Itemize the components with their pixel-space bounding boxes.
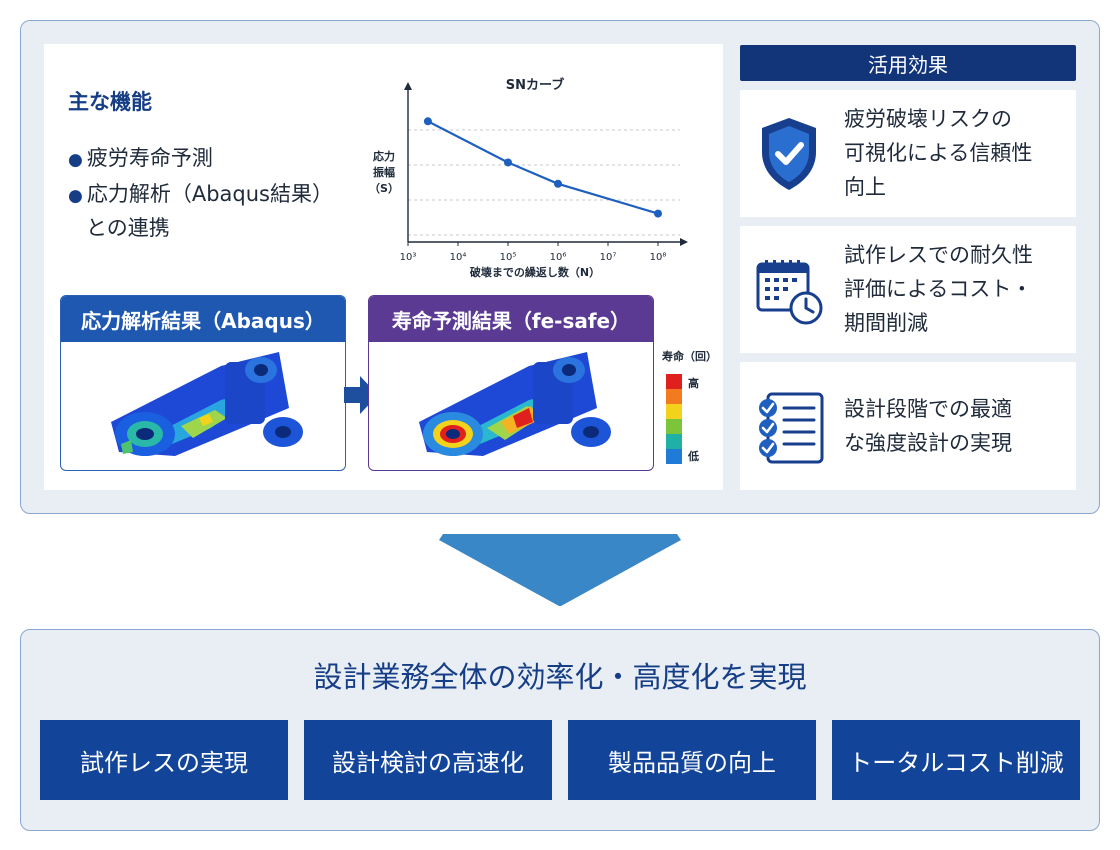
life-result-box: 寿命予測結果（fe-safe） (368, 295, 654, 471)
down-arrow-icon (439, 534, 681, 606)
bullet-icon: ● (68, 150, 83, 170)
legend-color-step (666, 374, 682, 389)
effect-card-cost: 試作レスでの耐久性 評価によるコスト・ 期間削減 (740, 226, 1076, 353)
x-tick-labels: 10³ 10⁴ 10⁵ 10⁶ 10⁷ 10⁸ (400, 242, 667, 263)
feature-item: ●疲労寿命予測 (68, 146, 213, 170)
legend-low-label: 低 (688, 450, 699, 463)
x-tick-label: 10⁴ (450, 252, 467, 263)
legend-color-bar (666, 374, 682, 464)
x-tick-label: 10³ (400, 252, 417, 263)
legend-title: 寿命（回） (662, 350, 717, 363)
x-tick-label: 10⁸ (650, 252, 667, 263)
features-title: 主な機能 (68, 90, 152, 114)
life-result-title: 寿命予測結果（fe-safe） (369, 296, 653, 342)
effect-text: 疲労破壊リスクの 可視化による信頼性 向上 (844, 107, 1033, 199)
legend-color-step (666, 404, 682, 419)
life-color-legend: 寿命（回） 高 低 (662, 348, 722, 468)
sn-series-points (423, 117, 662, 218)
x-axis-arrow-icon (680, 238, 688, 246)
legend-color-step (666, 389, 682, 404)
feature-item: ●応力解析（Abaqus結果） (68, 182, 333, 206)
legend-color-step (666, 419, 682, 434)
x-tick-label: 10⁶ (550, 252, 567, 263)
calendar-clock-icon (756, 260, 823, 325)
outcome-no-prototype: 試作レスの実現 (40, 720, 288, 800)
chart-title: SNカーブ (506, 77, 564, 93)
outcome-faster-design: 設計検討の高速化 (304, 720, 552, 800)
stress-contour-part-image (111, 352, 303, 456)
shield-check-icon (762, 118, 816, 190)
y-axis-label-line: 振幅 (373, 165, 395, 179)
legend-color-step (666, 434, 682, 449)
sn-data-point (654, 209, 662, 218)
stress-result-title: 応力解析結果（Abaqus） (61, 296, 345, 342)
y-axis-arrow-icon (404, 82, 412, 90)
effect-text: 設計段階での最適 な強度設計の実現 (844, 397, 1012, 455)
legend-high-label: 高 (688, 377, 699, 390)
legend-color-step (666, 449, 682, 464)
feature-item-continued: との連携 (86, 216, 170, 240)
stress-result-box: 応力解析結果（Abaqus） (60, 295, 346, 471)
sn-data-point (423, 117, 432, 126)
effect-text: 試作レスでの耐久性 評価によるコスト・ 期間削減 (844, 243, 1033, 335)
summary-title: 設計業務全体の効率化・高度化を実現 (313, 660, 807, 694)
outcome-quality: 製品品質の向上 (568, 720, 816, 800)
x-axis-label: 破壊までの繰返し数（N） (470, 265, 600, 279)
outcome-total-cost: トータルコスト削減 (832, 720, 1080, 800)
bullet-icon: ● (68, 186, 83, 206)
sn-data-point (554, 179, 562, 188)
effects-header: 活用効果 (740, 45, 1076, 81)
life-contour-part-image (419, 352, 611, 456)
sn-series-line (427, 120, 659, 215)
checklist-icon (759, 392, 824, 464)
y-axis-label-line: 応力 (373, 149, 395, 163)
x-tick-label: 10⁷ (600, 252, 617, 263)
effect-card-design: 設計段階での最適 な強度設計の実現 (740, 362, 1076, 490)
sn-data-point (504, 158, 512, 167)
y-axis-label-line: （S） (369, 182, 399, 195)
sn-curve-chart: SNカーブ 応力 振幅 （S） 10³ 10⁴ 10⁵ 10⁶ 10⁷ 10⁸ 破壊までの… (369, 77, 688, 279)
effect-card-reliability: 疲労破壊リスクの 可視化による信頼性 向上 (740, 90, 1076, 217)
x-tick-label: 10⁵ (500, 252, 517, 263)
